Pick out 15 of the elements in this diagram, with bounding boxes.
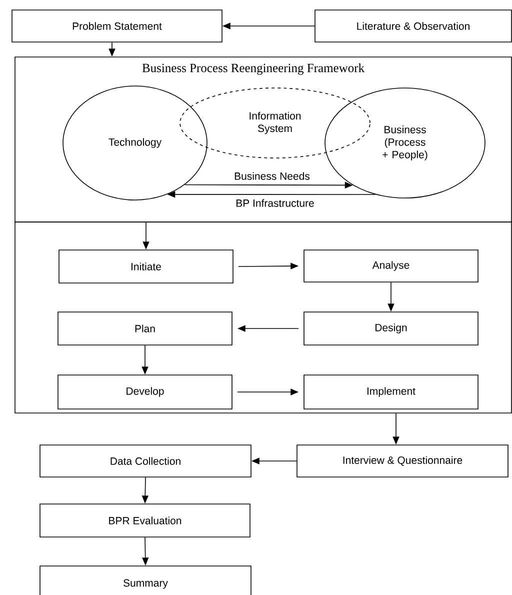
process-box: Initiate [58,250,234,284]
process-box: Design [304,312,478,346]
process-box: Literature & Observation [314,10,512,42]
process-box: Plan [58,312,232,346]
process-box: Problem Statement [12,10,222,42]
process-box: Data Collection [40,444,252,478]
process-box: Develop [58,374,232,410]
section-box [14,222,512,414]
process-box: Interview & Questionnaire [296,444,508,478]
edge-label: Business Needs [233,171,311,181]
process-box: Summary [40,566,252,595]
process-box: BPR Evaluation [40,504,250,538]
process-box: Analyse [304,250,478,282]
edge-label: BP Infrastructure [234,198,316,208]
process-box: Implement [304,374,478,410]
